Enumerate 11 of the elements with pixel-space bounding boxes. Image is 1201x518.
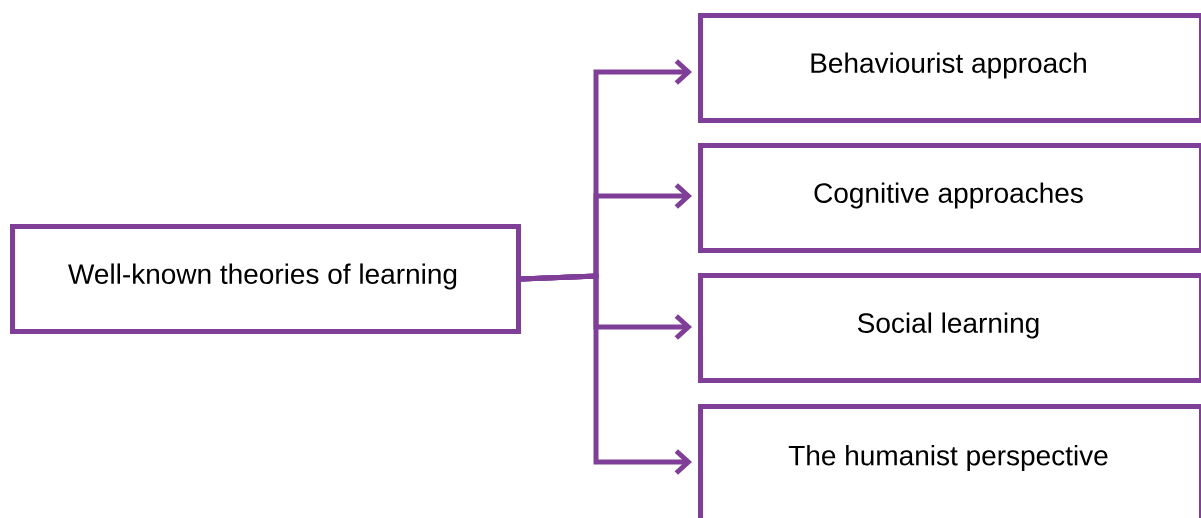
category-box [698, 143, 1201, 253]
box-label: Behaviourist approach [811, 52, 1086, 79]
box-label: Social learning [857, 312, 1039, 339]
category-box [698, 273, 1201, 383]
category-box [698, 13, 1201, 123]
topic-box [10, 224, 521, 334]
box-label: Well-known theories of learning [68, 263, 457, 290]
category-box [698, 404, 1201, 518]
connector-arrow [520, 273, 692, 475]
box-label: Cognitive approaches [814, 182, 1083, 209]
box-label: The humanist perspective [788, 444, 1108, 472]
